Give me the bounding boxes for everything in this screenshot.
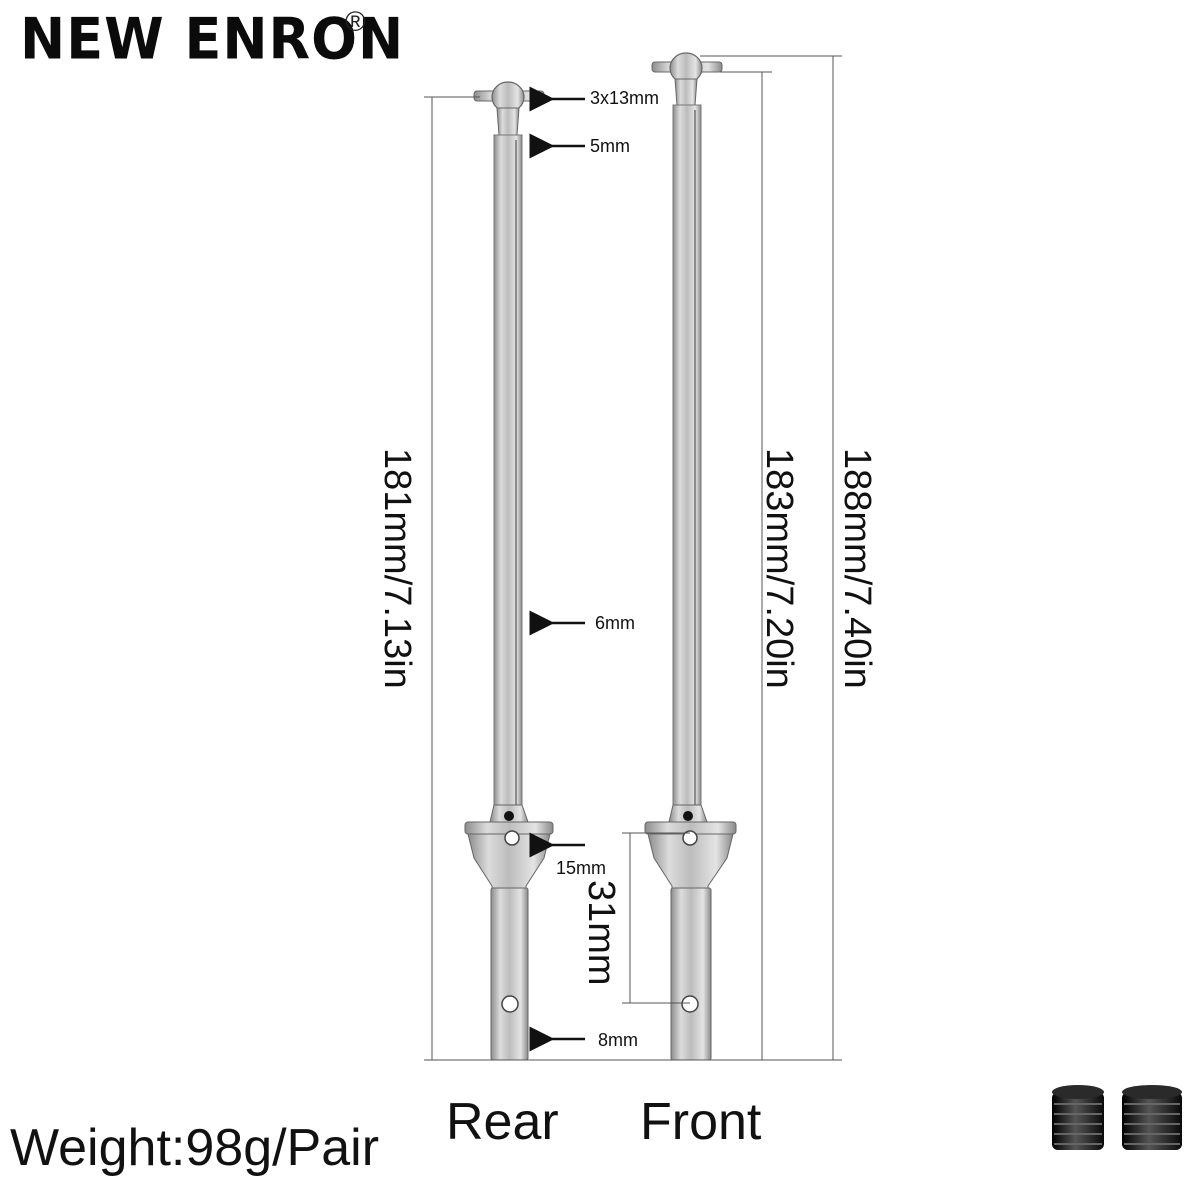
front-label: Front bbox=[640, 1093, 762, 1151]
front-shaft bbox=[644, 52, 737, 1061]
rear-shaft-neck bbox=[496, 107, 520, 136]
rear-label: Rear bbox=[446, 1093, 559, 1151]
callout-cup: 15mm bbox=[556, 858, 607, 878]
callout-stub: 8mm bbox=[598, 1030, 638, 1050]
rear-shaft-stub bbox=[490, 887, 529, 1061]
front-shaft-neck bbox=[674, 78, 698, 106]
front-shaft-stub bbox=[670, 887, 712, 1061]
callout-arrows bbox=[529, 86, 585, 1052]
callout-pin: 3x13mm bbox=[590, 88, 660, 108]
dimension-lines bbox=[424, 55, 842, 1061]
rear-shaft-bar bbox=[493, 134, 523, 816]
set-screw-icon bbox=[1122, 1085, 1182, 1150]
rear-length-label: 181mm/7.13in bbox=[376, 448, 418, 689]
front-shaft-bar bbox=[672, 104, 702, 816]
brand-logo: NEW ENRON bbox=[20, 6, 405, 73]
callout-neck: 5mm bbox=[590, 136, 630, 156]
registered-mark: ® bbox=[345, 6, 366, 37]
set-screw-icon bbox=[1052, 1085, 1104, 1150]
front-length-long-label: 188mm/7.40in bbox=[836, 448, 878, 689]
cup-length-label: 31mm bbox=[580, 880, 622, 986]
weight-label: Weight:98g/Pair bbox=[10, 1119, 380, 1177]
rear-shaft bbox=[464, 81, 554, 1061]
callout-shaft: 6mm bbox=[595, 613, 635, 633]
front-length-short-label: 183mm/7.20in bbox=[758, 448, 800, 689]
